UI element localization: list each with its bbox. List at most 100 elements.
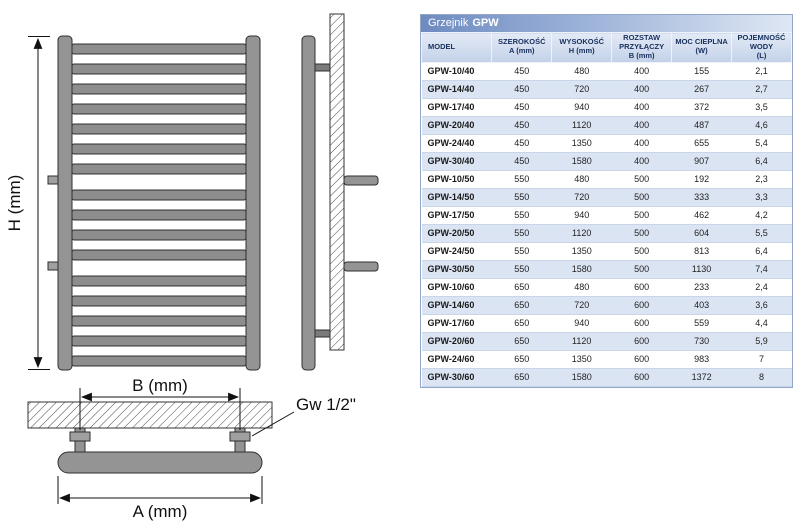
- connection-pipe: [343, 261, 379, 272]
- value-cell: 400: [611, 152, 672, 171]
- value-cell: 480: [551, 62, 612, 81]
- width-dimension-label: A (mm): [133, 502, 188, 521]
- bottom-collector-tube: [57, 451, 263, 474]
- model-cell: GPW-17/60: [421, 314, 492, 333]
- value-cell: 550: [491, 224, 552, 243]
- value-cell: 1580: [551, 368, 612, 387]
- value-cell: 940: [551, 206, 612, 225]
- value-cell: 487: [671, 116, 732, 135]
- table-title-product: GPW: [472, 17, 499, 29]
- value-cell: 400: [611, 80, 672, 99]
- dimension-h: H (mm): [5, 36, 50, 370]
- value-cell: 450: [491, 152, 552, 171]
- left-connection-nub: [47, 261, 59, 271]
- value-cell: 400: [611, 134, 672, 153]
- value-cell: 1372: [671, 368, 732, 387]
- value-cell: 500: [611, 206, 672, 225]
- value-cell: 1120: [551, 116, 612, 135]
- technical-drawing: H (mm) B (mm) A (mm): [5, 13, 379, 521]
- column-header-height: WYSOKOŚĆ H (mm): [551, 32, 613, 63]
- value-cell: 940: [551, 98, 612, 117]
- value-cell: 500: [611, 224, 672, 243]
- value-cell: 600: [611, 368, 672, 387]
- left-connection-nub: [47, 175, 59, 185]
- value-cell: 550: [491, 242, 552, 261]
- value-cell: 400: [611, 62, 672, 81]
- value-cell: 5,9: [731, 332, 792, 351]
- value-cell: 3,3: [731, 188, 792, 207]
- value-cell: 7: [731, 350, 792, 369]
- model-cell: GPW-20/50: [421, 224, 492, 243]
- radiator-side-view: [301, 13, 379, 371]
- model-cell: GPW-30/50: [421, 260, 492, 279]
- value-cell: 2,4: [731, 278, 792, 297]
- spec-table: MODEL SZEROKOŚĆ A (mm) WYSOKOŚĆ H (mm) R…: [420, 32, 792, 387]
- value-cell: 650: [491, 296, 552, 315]
- side-profile-tube: [301, 35, 316, 371]
- value-cell: 650: [491, 368, 552, 387]
- value-cell: 8: [731, 368, 792, 387]
- value-cell: 550: [491, 188, 552, 207]
- value-cell: 7,4: [731, 260, 792, 279]
- value-cell: 655: [671, 134, 732, 153]
- thread-callout: Gw 1/2": [251, 395, 356, 437]
- model-cell: GPW-20/40: [421, 116, 492, 135]
- model-cell: GPW-20/60: [421, 332, 492, 351]
- wall-section: [27, 401, 273, 429]
- value-cell: 720: [551, 188, 612, 207]
- value-cell: 333: [671, 188, 732, 207]
- value-cell: 450: [491, 80, 552, 99]
- model-cell: GPW-24/60: [421, 350, 492, 369]
- model-cell: GPW-24/50: [421, 242, 492, 261]
- value-cell: 1580: [551, 260, 612, 279]
- value-cell: 600: [611, 314, 672, 333]
- connection-pipe: [343, 175, 379, 186]
- value-cell: 192: [671, 170, 732, 189]
- value-cell: 480: [551, 278, 612, 297]
- connection-nut: [229, 431, 251, 442]
- model-cell: GPW-10/40: [421, 62, 492, 81]
- value-cell: 500: [611, 188, 672, 207]
- right-collector-tube: [245, 35, 261, 371]
- column-header-model: MODEL: [420, 32, 493, 63]
- model-cell: GPW-30/60: [421, 368, 492, 387]
- value-cell: 813: [671, 242, 732, 261]
- model-cell: GPW-17/40: [421, 98, 492, 117]
- value-cell: 500: [611, 260, 672, 279]
- model-cell: GPW-10/50: [421, 170, 492, 189]
- thread-size-label: Gw 1/2": [296, 395, 356, 414]
- value-cell: 267: [671, 80, 732, 99]
- value-cell: 2,7: [731, 80, 792, 99]
- model-cell: GPW-17/50: [421, 206, 492, 225]
- table-title-prefix: Grzejnik: [428, 17, 469, 29]
- value-cell: 550: [491, 170, 552, 189]
- value-cell: 907: [671, 152, 732, 171]
- value-cell: 1350: [551, 134, 612, 153]
- value-cell: 720: [551, 80, 612, 99]
- header-row: MODEL SZEROKOŚĆ A (mm) WYSOKOŚĆ H (mm) R…: [420, 32, 792, 63]
- value-cell: 400: [611, 116, 672, 135]
- wall-bracket: [314, 329, 331, 338]
- value-cell: 650: [491, 350, 552, 369]
- value-cell: 3,6: [731, 296, 792, 315]
- value-cell: 233: [671, 278, 732, 297]
- value-cell: 550: [491, 260, 552, 279]
- value-cell: 940: [551, 314, 612, 333]
- value-cell: 500: [611, 242, 672, 261]
- connection-nut: [69, 431, 91, 442]
- value-cell: 559: [671, 314, 732, 333]
